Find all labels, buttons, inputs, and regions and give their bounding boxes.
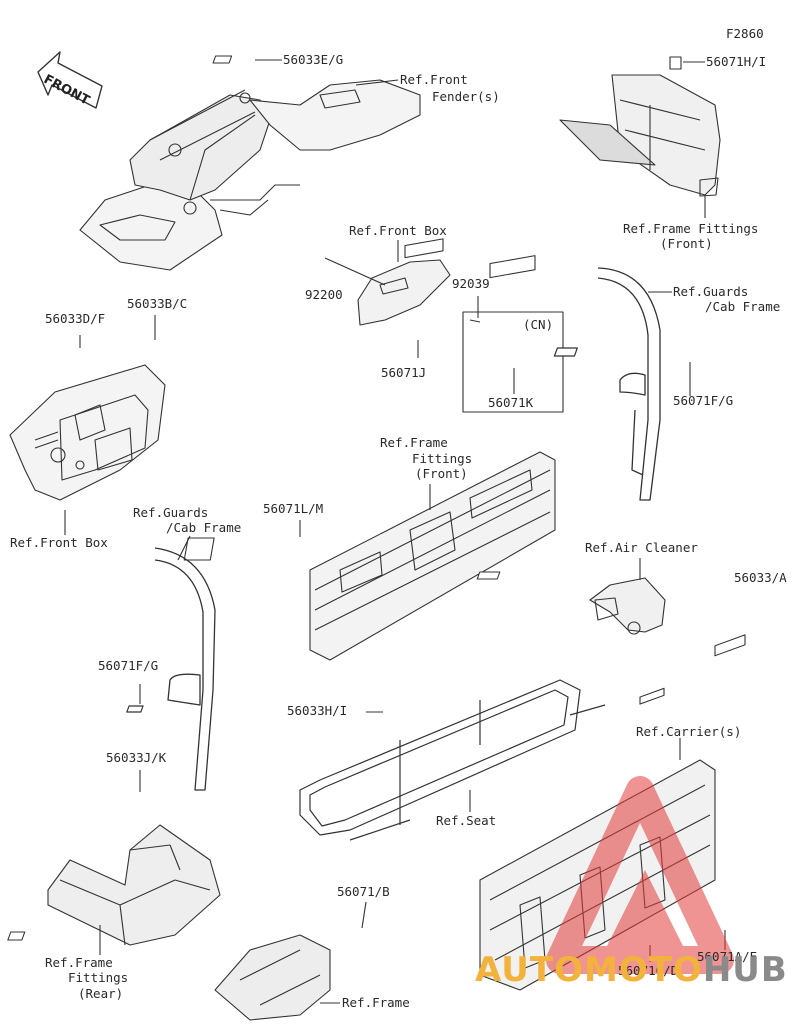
label-ref-frame-fittings-front-b3: (Front) [415, 466, 468, 481]
label-56071AE: 56071A/E [697, 949, 758, 964]
label-56033EG-part [212, 55, 233, 64]
label-ref-front-fender-2: Fender(s) [432, 89, 500, 104]
air-cleaner-part [476, 571, 666, 635]
watermark-part1: AUTO [475, 950, 584, 990]
front-box-lid-part [357, 238, 536, 326]
cn-variant-box [462, 311, 564, 413]
watermark-part2: MOTO [583, 950, 703, 990]
guard-cab-frame-left-part [154, 547, 216, 791]
label-ref-frame-fittings-front-b1: Ref.Frame [380, 435, 448, 450]
label-56071FG-left: 56071F/G [98, 658, 159, 673]
frame-fittings-panel-part [183, 451, 556, 661]
seat-frame-part [126, 679, 606, 841]
label-ref-guards-right-2: /Cab Frame [705, 299, 781, 314]
label-ref-frame-fittings-rear-1: Ref.Frame [45, 955, 113, 970]
guard-cab-frame-right-part [553, 267, 661, 501]
label-ref-carriers: Ref.Carrier(s) [636, 724, 742, 739]
frame-fittings-rear-part [47, 824, 221, 946]
watermark-part3: HUB [702, 950, 788, 990]
label-56033DF: 56033D/F [45, 311, 106, 326]
label-56071K: 56071K [488, 395, 534, 410]
frame-fittings-front-part [559, 56, 721, 197]
label-56071HI: 56071H/I [706, 54, 767, 69]
label-92200: 92200 [305, 287, 343, 302]
label-56033EG: 56033E/G [283, 52, 344, 67]
label-56071CD: 56071C/D [618, 963, 679, 978]
label-56033BC: 56033B/C [127, 296, 188, 311]
watermark-text: AUTOMOTOHUB [475, 950, 788, 990]
label-56071FG-right: 56071F/G [673, 393, 734, 408]
label-ref-frame-fittings-rear-3: (Rear) [78, 986, 124, 1001]
frame-bottom-part [7, 931, 331, 1021]
front-box-dash-part [9, 364, 166, 501]
label-ref-guards-left-2: /Cab Frame [166, 520, 242, 535]
watermark-logo-icon [546, 776, 734, 974]
label-56071B: 56071/B [337, 884, 390, 899]
label-ref-seat: Ref.Seat [436, 813, 497, 828]
label-56071LM: 56071L/M [263, 501, 324, 516]
label-56033HI: 56033H/I [287, 703, 348, 718]
label-ref-front-fender-1: Ref.Front [400, 72, 468, 87]
front-arrow-icon [37, 51, 103, 109]
label-92039: 92039 [452, 276, 490, 291]
label-ref-frame-fittings-front-a1: Ref.Frame Fittings [623, 221, 759, 236]
label-ref-frame: Ref.Frame [342, 995, 410, 1010]
diagram-code: F2860 [726, 26, 764, 41]
label-ref-frame-fittings-rear-2: Fittings [68, 970, 129, 985]
front-body-part [79, 79, 421, 271]
label-ref-front-box-top: Ref.Front Box [349, 223, 447, 238]
label-ref-guards-left-1: Ref.Guards [133, 505, 209, 520]
label-ref-frame-fittings-front-b2: Fittings [412, 451, 473, 466]
label-56033A: 56033/A [734, 570, 787, 585]
label-cn: (CN) [523, 317, 554, 332]
label-ref-frame-fittings-front-a2: (Front) [660, 236, 713, 251]
label-56071J: 56071J [381, 365, 427, 380]
label-56033JK: 56033J/K [106, 750, 167, 765]
label-ref-air-cleaner: Ref.Air Cleaner [585, 540, 698, 555]
label-ref-guards-right-1: Ref.Guards [673, 284, 749, 299]
label-ref-front-box-left: Ref.Front Box [10, 535, 108, 550]
